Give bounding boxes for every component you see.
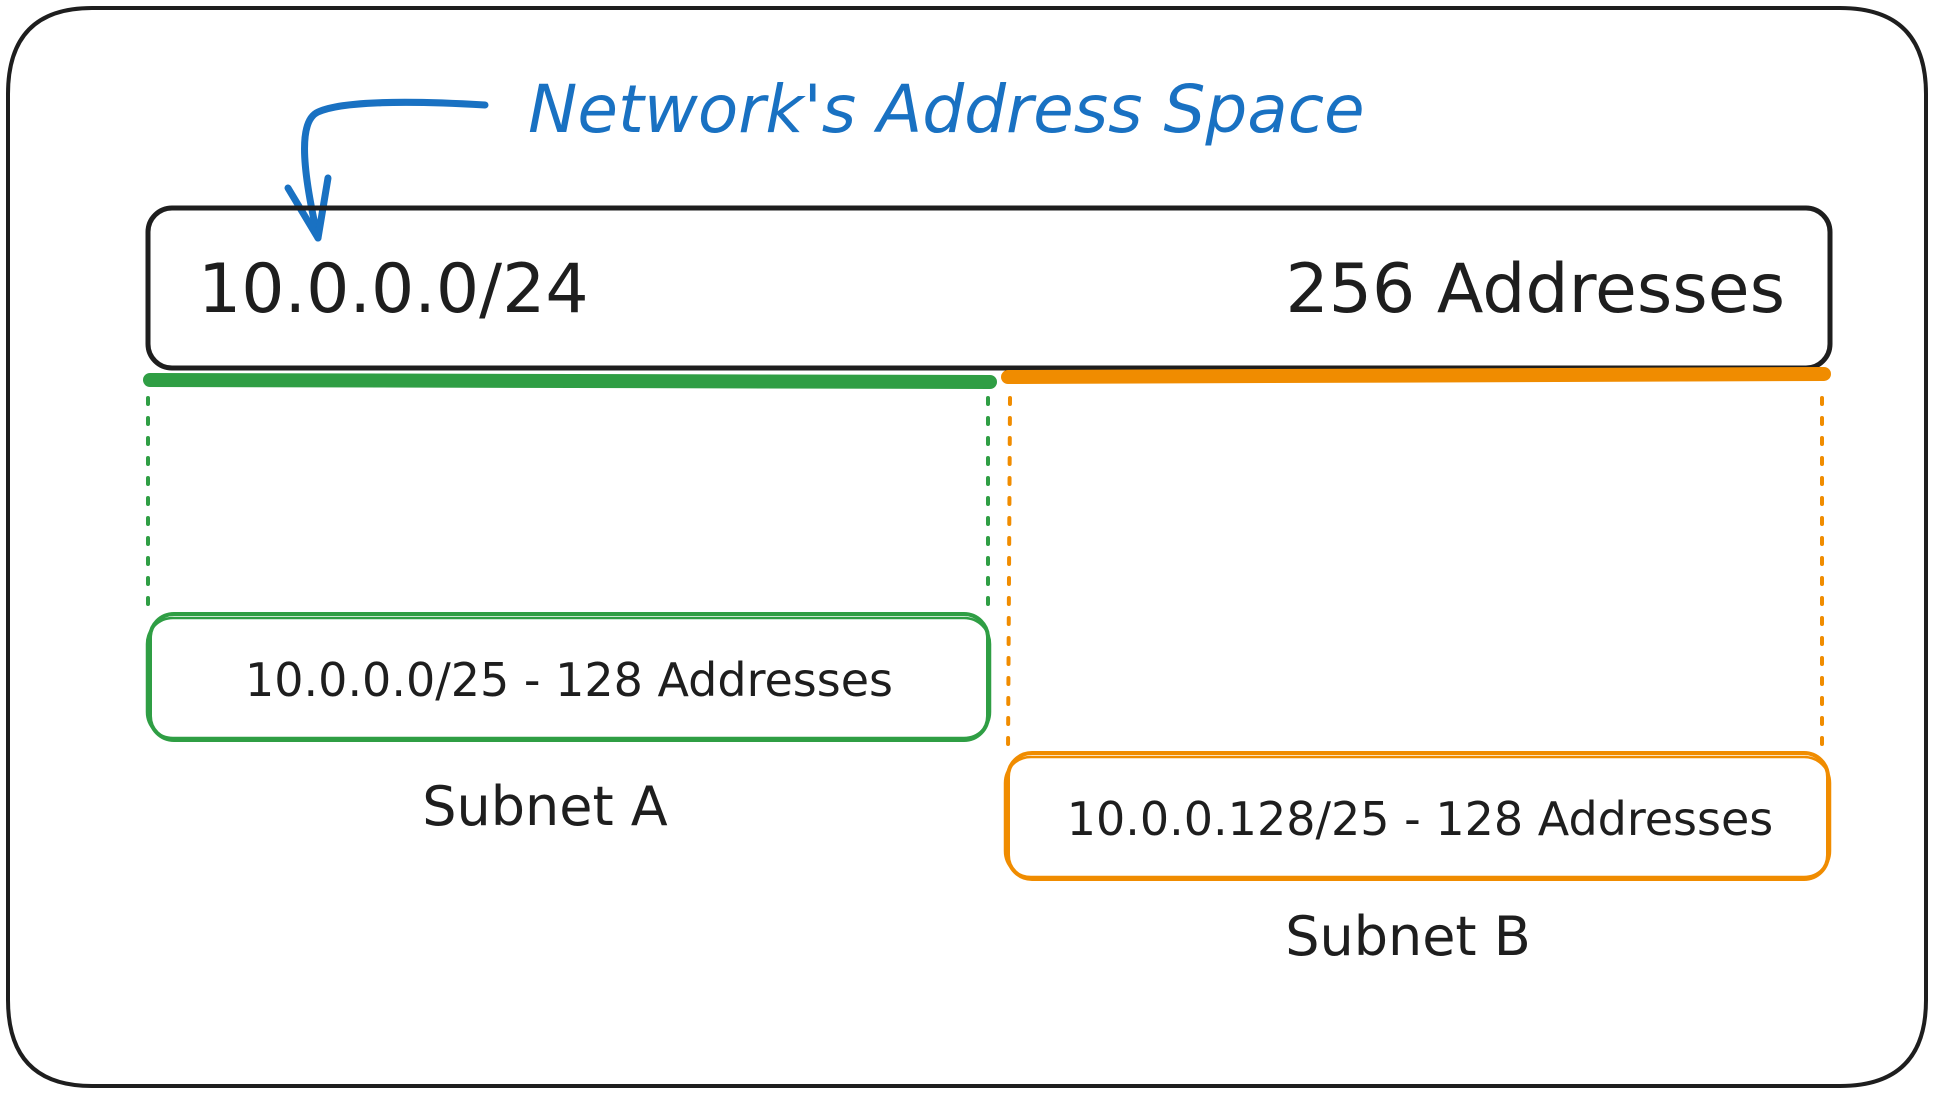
subnet-a-name: Subnet A <box>422 775 668 838</box>
subnet-b-range-label: 10.0.0.128/25 - 128 Addresses <box>1067 792 1774 846</box>
subnet-b-box-sketch <box>1003 755 1832 879</box>
annotation-arrowhead-icon <box>284 174 332 242</box>
subnet-b-box <box>1006 751 1830 881</box>
subnet-a-box-sketch <box>145 616 992 740</box>
annotation-arrow-icon <box>301 98 489 242</box>
subnet-a-box <box>148 612 990 742</box>
subnet-b-range-bar <box>1001 367 1831 384</box>
subnet-b-left-guide <box>1006 396 1012 757</box>
subnet-b-name: Subnet B <box>1285 905 1531 968</box>
annotation-label: Network's Address Space <box>528 71 1365 148</box>
network-cidr: 10.0.0.0/24 <box>198 250 589 329</box>
network-box <box>145 205 1833 371</box>
subnet-a-range-bar <box>143 373 997 389</box>
outer-frame <box>6 6 1928 1088</box>
network-size-label: 256 Addresses <box>1286 250 1785 329</box>
subnet-a-range-label: 10.0.0.0/25 - 128 Addresses <box>245 653 893 707</box>
